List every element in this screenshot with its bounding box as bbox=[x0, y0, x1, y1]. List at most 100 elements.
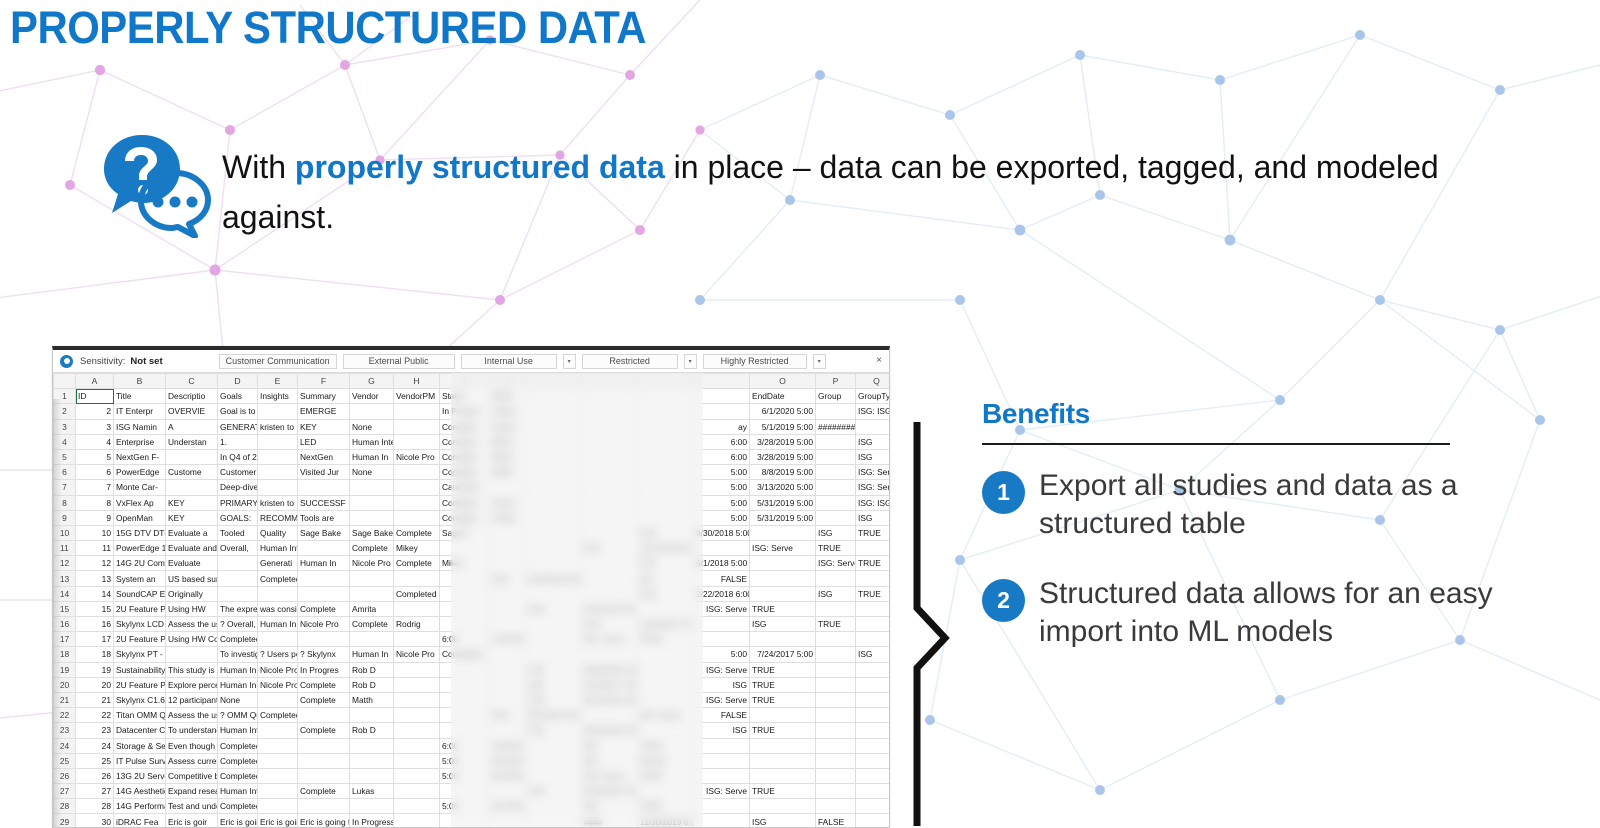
field-header-cell[interactable]: Descriptio bbox=[165, 388, 218, 405]
table-cell[interactable]: Nicole Pro bbox=[393, 448, 440, 466]
column-header-Q[interactable]: Q bbox=[855, 372, 889, 390]
sensitivity-button-internal-use[interactable]: Internal Use bbox=[460, 353, 557, 369]
table-cell[interactable] bbox=[297, 737, 350, 754]
table-cell[interactable] bbox=[815, 631, 856, 648]
row-header[interactable]: 7 bbox=[53, 479, 76, 496]
row-header[interactable]: 5 bbox=[53, 448, 76, 466]
table-cell[interactable]: 2 bbox=[75, 403, 114, 420]
table-cell[interactable] bbox=[855, 707, 889, 724]
table-cell[interactable]: Assess the user expe bbox=[165, 615, 218, 633]
table-cell[interactable]: 21 bbox=[75, 691, 114, 709]
table-cell[interactable]: 15G DTV DTC FGs & I bbox=[113, 524, 166, 542]
table-cell[interactable] bbox=[855, 418, 889, 435]
table-cell[interactable]: Human In bbox=[349, 448, 394, 466]
table-cell[interactable] bbox=[815, 661, 856, 678]
table-cell[interactable] bbox=[257, 798, 298, 815]
table-cell[interactable] bbox=[855, 813, 889, 827]
column-header-F[interactable]: F bbox=[297, 372, 350, 390]
table-cell[interactable]: RECOMM bbox=[257, 509, 298, 526]
table-cell[interactable] bbox=[815, 737, 856, 754]
table-cell[interactable]: TRUE bbox=[815, 540, 856, 557]
table-cell[interactable]: 3/13/2020 5:00 bbox=[749, 479, 816, 496]
table-cell[interactable] bbox=[349, 798, 394, 815]
field-header-cell[interactable]: Vendor bbox=[349, 388, 394, 405]
table-cell[interactable]: Nicole Pro bbox=[257, 661, 298, 678]
table-cell[interactable] bbox=[297, 570, 350, 587]
table-cell[interactable]: Nicole Pro bbox=[393, 646, 440, 663]
table-cell[interactable]: Human In bbox=[257, 615, 298, 633]
table-cell[interactable]: Complete bbox=[349, 615, 394, 633]
table-cell[interactable]: None bbox=[349, 464, 394, 481]
table-cell[interactable] bbox=[257, 752, 298, 769]
table-cell[interactable]: Sage Bake bbox=[349, 524, 394, 542]
table-cell[interactable] bbox=[855, 600, 889, 618]
table-cell[interactable] bbox=[349, 585, 394, 602]
table-cell[interactable]: ? OMM Quick Sync f bbox=[217, 707, 258, 724]
table-cell[interactable]: NextGen bbox=[297, 448, 350, 466]
table-cell[interactable]: TRUE bbox=[749, 722, 816, 739]
table-cell[interactable]: ISG bbox=[855, 433, 889, 450]
table-cell[interactable]: ? Overall, bbox=[217, 615, 258, 633]
column-header-O[interactable]: O bbox=[749, 372, 816, 390]
chevron-down-icon-restricted[interactable]: ▾ bbox=[683, 353, 697, 369]
table-cell[interactable]: TRUE bbox=[855, 524, 889, 542]
column-header-P[interactable]: P bbox=[815, 372, 856, 390]
table-cell[interactable] bbox=[393, 813, 440, 827]
table-cell[interactable]: Eric is going to enter the EXEC S bbox=[297, 813, 350, 827]
table-cell[interactable] bbox=[257, 737, 298, 754]
chevron-down-icon-internal-use[interactable]: ▾ bbox=[562, 353, 576, 369]
table-cell[interactable]: ISG: Serve bbox=[855, 479, 889, 496]
table-cell[interactable] bbox=[393, 783, 440, 800]
table-cell[interactable]: NextGen F- bbox=[113, 448, 166, 466]
table-cell[interactable] bbox=[217, 570, 258, 587]
table-cell[interactable]: Generati bbox=[257, 555, 298, 572]
table-cell[interactable] bbox=[815, 570, 856, 587]
table-cell[interactable]: 8 bbox=[75, 494, 114, 511]
table-cell[interactable]: Skylynx C1.6 HW Tes bbox=[113, 691, 166, 709]
table-cell[interactable]: OpenMan bbox=[113, 509, 166, 526]
table-cell[interactable]: Human In bbox=[349, 646, 394, 663]
table-cell[interactable]: VxFlex Ap bbox=[113, 494, 166, 511]
row-header[interactable]: 10 bbox=[53, 524, 76, 542]
table-cell[interactable] bbox=[165, 448, 218, 466]
table-cell[interactable]: Complete bbox=[349, 540, 394, 557]
table-cell[interactable] bbox=[393, 570, 440, 587]
table-cell[interactable]: 13 bbox=[75, 570, 114, 587]
table-cell[interactable] bbox=[349, 737, 394, 754]
table-cell[interactable] bbox=[257, 783, 298, 800]
table-cell[interactable]: 7/24/2017 5:00 bbox=[749, 646, 816, 663]
row-header[interactable]: 17 bbox=[53, 631, 76, 648]
table-cell[interactable] bbox=[349, 403, 394, 420]
table-cell[interactable]: TRUE bbox=[749, 783, 816, 800]
table-cell[interactable]: LED bbox=[297, 433, 350, 450]
table-cell[interactable] bbox=[855, 615, 889, 633]
select-all-corner[interactable] bbox=[53, 372, 76, 390]
table-cell[interactable]: Rob D bbox=[349, 661, 394, 678]
row-header[interactable]: 19 bbox=[53, 661, 76, 678]
field-header-cell[interactable]: Summary bbox=[297, 388, 350, 405]
table-cell[interactable] bbox=[297, 752, 350, 769]
field-header-cell[interactable]: VendorPM bbox=[393, 388, 440, 405]
table-cell[interactable]: Understan bbox=[165, 433, 218, 450]
row-header[interactable]: 21 bbox=[53, 691, 76, 709]
table-cell[interactable]: Human Interfaces bbox=[217, 783, 258, 800]
table-cell[interactable] bbox=[393, 676, 440, 693]
spreadsheet-grid[interactable]: ABCDEFGHIJOPQR 1IDTitleDescriptioGoalsIn… bbox=[53, 372, 889, 827]
row-header[interactable]: 12 bbox=[53, 555, 76, 572]
table-cell[interactable] bbox=[217, 585, 258, 602]
table-cell[interactable]: 8/8/2019 5:00 bbox=[749, 464, 816, 481]
row-header[interactable]: 15 bbox=[53, 600, 76, 618]
table-cell[interactable]: Monte Car- bbox=[113, 479, 166, 496]
field-header-cell[interactable]: EndDate bbox=[749, 388, 816, 405]
table-cell[interactable]: ISG bbox=[855, 448, 889, 466]
table-cell[interactable]: Completed bbox=[393, 585, 440, 602]
table-cell[interactable]: OVERVIE bbox=[165, 403, 218, 420]
table-cell[interactable]: Human In bbox=[217, 661, 258, 678]
table-cell[interactable] bbox=[257, 464, 298, 481]
table-cell[interactable]: 25 bbox=[75, 752, 114, 769]
table-cell[interactable]: Completed bbox=[217, 631, 258, 648]
row-header[interactable]: 14 bbox=[53, 585, 76, 602]
